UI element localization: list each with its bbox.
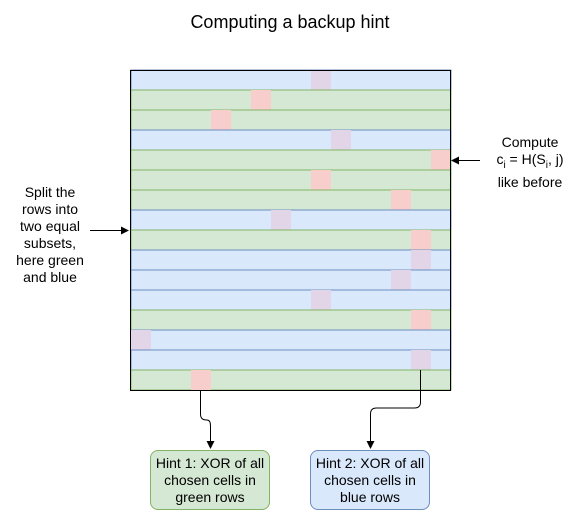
- blue-row: [130, 289, 452, 311]
- green-row: [130, 229, 452, 251]
- blue-row: [130, 329, 452, 351]
- green-row: [130, 89, 452, 111]
- hint2-line: Hint 2: XOR of all: [315, 455, 425, 471]
- hint2-line: chosen cells in: [324, 472, 416, 488]
- chosen-cell: [271, 210, 291, 230]
- blue-row: [130, 349, 452, 371]
- chosen-cell: [431, 150, 451, 170]
- chosen-cell: [311, 170, 331, 190]
- chosen-cell: [251, 90, 271, 110]
- grid: [130, 69, 452, 391]
- chosen-cell: [191, 370, 211, 390]
- green-row: [130, 169, 452, 191]
- chosen-cell: [211, 110, 231, 130]
- green-row: [130, 309, 452, 331]
- left-note-line: Split the: [24, 184, 76, 200]
- left-note-line: two equal: [20, 218, 80, 234]
- chosen-cell: [411, 310, 431, 330]
- compute-note-line: like before: [497, 173, 563, 190]
- diagram-title: Computing a backup hint: [190, 12, 390, 32]
- chosen-cell: [311, 290, 331, 310]
- chosen-cell: [411, 230, 431, 250]
- blue-row: [130, 69, 452, 91]
- hint2-arrow: [366, 370, 421, 449]
- hint2-box: Hint 2: XOR of all chosen cells in blue …: [310, 450, 430, 510]
- compute-note-line: Compute: [501, 134, 559, 150]
- grid-outline: [130, 70, 451, 391]
- chosen-cell: [331, 130, 351, 150]
- compute-formula: ci = H(Si, j): [496, 151, 564, 171]
- chosen-cell: [391, 190, 411, 210]
- hint1-box: Hint 1: XOR of all chosen cells in green…: [150, 450, 270, 510]
- chosen-cell: [311, 70, 331, 90]
- green-row: [130, 149, 452, 171]
- chosen-cell: [411, 250, 431, 270]
- hint1-line: green rows: [175, 489, 245, 505]
- hint1-arrow: [200, 390, 215, 449]
- green-row: [130, 369, 452, 391]
- blue-row: [130, 129, 452, 151]
- hint2-line: blue rows: [340, 489, 400, 505]
- left-note-line: and blue: [23, 269, 77, 285]
- blue-row: [130, 249, 452, 271]
- chosen-cell: [131, 330, 151, 350]
- compute-note: Compute ci = H(Si, j) like before: [482, 134, 578, 191]
- chosen-cell: [391, 270, 411, 290]
- left-note-line: rows into: [21, 201, 79, 217]
- hint1-line: chosen cells in: [164, 472, 256, 488]
- left-note-line: subsets,: [23, 235, 77, 251]
- hint1-line: Hint 1: XOR of all: [155, 455, 265, 471]
- green-row: [130, 109, 452, 131]
- chosen-cell: [411, 350, 431, 370]
- split-rows-note: Split the rows into two equal subsets, h…: [2, 184, 98, 286]
- left-note-line: here green: [16, 252, 84, 268]
